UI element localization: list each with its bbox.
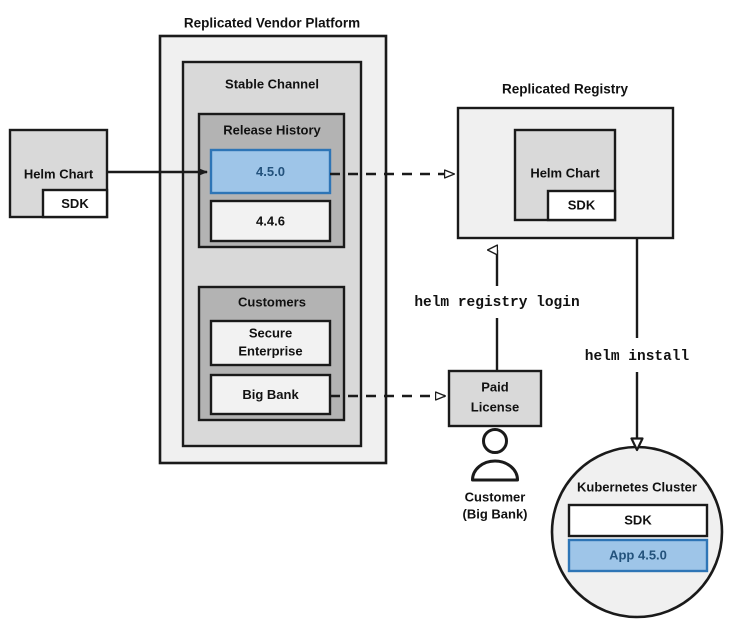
paid-license-label-line1: Paid <box>481 379 509 394</box>
platform-title: Replicated Vendor Platform <box>184 16 360 31</box>
arrowhead-registry-to-cluster <box>630 437 644 452</box>
customers-label: Customers <box>238 294 306 309</box>
cluster-item-sdk-label: SDK <box>624 512 652 527</box>
cluster-item-app-label: App 4.5.0 <box>609 547 667 562</box>
source-sdk-box <box>41 188 109 219</box>
customer-secure-enterprise-label-line2: Enterprise <box>238 343 302 358</box>
command-registry-login: helm registry login <box>414 295 579 311</box>
customer-actor-label-line2: (Big Bank) <box>463 506 528 521</box>
release-history-label: Release History <box>223 122 321 137</box>
stable-channel-label: Stable Channel <box>225 76 319 91</box>
person-icon <box>471 428 519 482</box>
registry-helm-chart-label: Helm Chart <box>530 165 600 180</box>
release-item-450-label: 4.5.0 <box>256 164 285 179</box>
kubernetes-cluster-label: Kubernetes Cluster <box>577 479 697 494</box>
source-helm-chart-label: Helm Chart <box>24 166 94 181</box>
cluster-item-sdk[interactable] <box>567 503 709 538</box>
customer-big-bank[interactable] <box>209 373 332 416</box>
source-sdk-label: SDK <box>61 196 89 211</box>
paid-license-label-line2: License <box>471 399 519 414</box>
customer-secure-enterprise-label-line1: Secure <box>249 325 292 340</box>
paid-license-box <box>447 369 543 428</box>
release-item-446[interactable] <box>209 199 332 243</box>
registry-sdk-box <box>546 189 617 222</box>
customer-big-bank-label: Big Bank <box>242 387 299 402</box>
registry-title: Replicated Registry <box>502 82 629 97</box>
command-helm-install: helm install <box>585 349 690 365</box>
customer-actor-label-line1: Customer <box>465 489 526 504</box>
release-item-446-label: 4.4.6 <box>256 213 285 228</box>
cluster-item-app[interactable] <box>567 538 709 573</box>
customer-secure-enterprise[interactable] <box>209 319 332 367</box>
release-item-450[interactable] <box>209 148 332 195</box>
registry-sdk-label: SDK <box>568 197 596 212</box>
